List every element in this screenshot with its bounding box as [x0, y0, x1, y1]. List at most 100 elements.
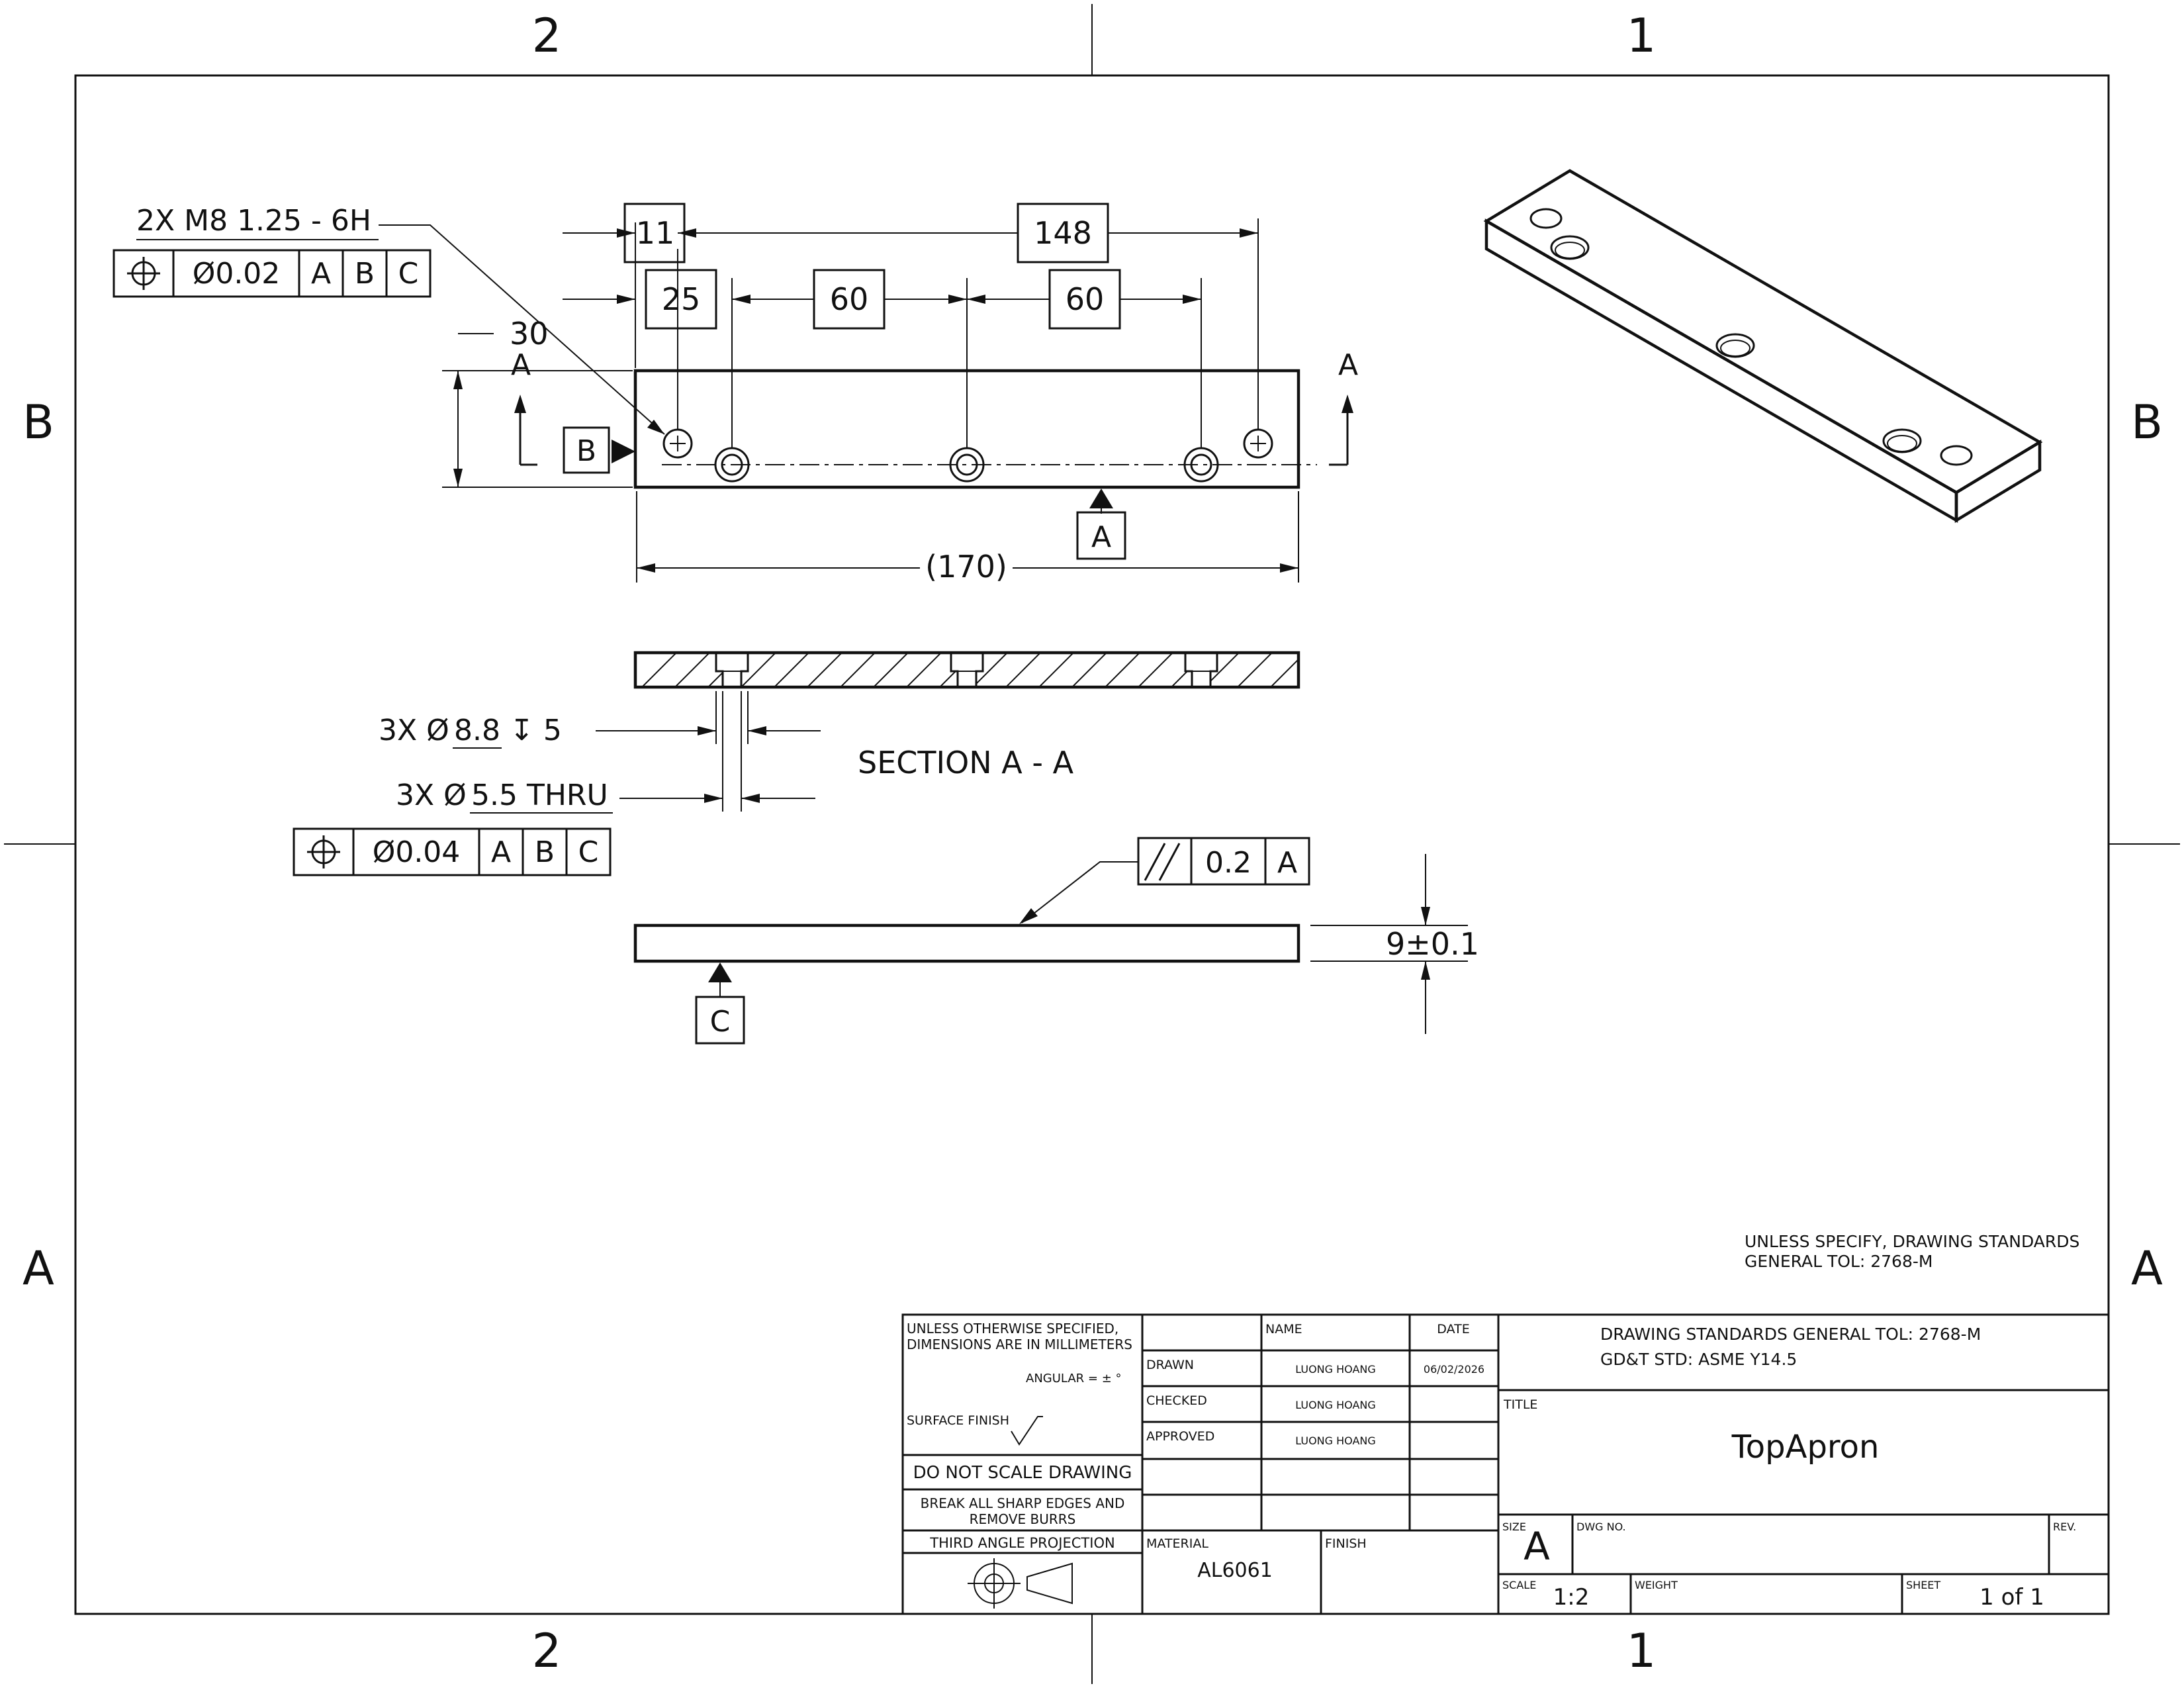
- tb-material-label: MATERIAL: [1146, 1536, 1208, 1551]
- tb-weight-label: WEIGHT: [1635, 1579, 1678, 1591]
- tb-unless-line-1: UNLESS OTHERWISE SPECIFIED,: [907, 1321, 1118, 1336]
- zone-col-top-left: 2: [532, 9, 562, 63]
- general-notes: UNLESS SPECIFY, DRAWING STANDARDS GENERA…: [1745, 1232, 2079, 1271]
- tb-rev-label: REV.: [2053, 1521, 2076, 1533]
- tb-unless-line-2: DIMENSIONS ARE IN MILLIMETERS: [907, 1336, 1132, 1352]
- tb-scale: 1:2: [1553, 1584, 1590, 1611]
- iso-hole-5: [1940, 445, 1973, 466]
- tb-break-edges-2: REMOVE BURRS: [970, 1511, 1076, 1527]
- parallelism-tolerance: 0.2: [1205, 846, 1251, 880]
- tapped-hole-left: [662, 428, 693, 459]
- iso-hole-2-inner: [1555, 242, 1585, 259]
- tb-do-not-scale: DO NOT SCALE DRAWING: [913, 1463, 1132, 1483]
- dim-25: 25: [662, 281, 701, 317]
- surface-finish-icon: [1011, 1416, 1043, 1446]
- dim-60-first: 60: [830, 281, 869, 317]
- iso-hole-3-inner: [1720, 340, 1751, 357]
- tb-col-name: NAME: [1265, 1322, 1302, 1336]
- section-hole-1: [715, 653, 749, 687]
- section-marker-right: A: [1338, 348, 1358, 382]
- parallelism-fcf: 0.2 A: [1137, 837, 1310, 886]
- tb-material: AL6061: [1197, 1559, 1273, 1582]
- zone-col-bottom-right: 1: [1627, 1624, 1657, 1678]
- hole-fcf-tolerance: Ø0.04: [373, 835, 461, 869]
- section-hole-3: [1184, 653, 1218, 687]
- section-label: SECTION A - A: [858, 745, 1074, 780]
- tb-approved-label: APPROVED: [1146, 1429, 1214, 1444]
- thickness-dimension: 9±0.1: [1386, 926, 1479, 962]
- tb-finish-label: FINISH: [1325, 1536, 1367, 1551]
- thread-fcf: Ø0.02 A B C: [113, 249, 432, 298]
- tb-sheet: 1 of 1: [1979, 1584, 2044, 1611]
- dim-148: 148: [1034, 215, 1092, 251]
- title-block: UNLESS OTHERWISE SPECIFIED, DIMENSIONS A…: [901, 1313, 2110, 1615]
- hole-callout-prefix: 3X Ø: [396, 778, 467, 812]
- note-line-2: GENERAL TOL: 2768-M: [1745, 1252, 1933, 1271]
- zone-row-left-lower: A: [23, 1241, 54, 1295]
- parallelism-icon: [1144, 843, 1181, 881]
- cbore-callout-prefix: 3X Ø: [379, 714, 449, 747]
- cbore-hole-2: [949, 447, 985, 483]
- tb-break-edges-1: BREAK ALL SHARP EDGES AND: [921, 1495, 1125, 1511]
- tb-title: TopApron: [1731, 1429, 1880, 1466]
- iso-hole-4-inner: [1887, 435, 1917, 452]
- zone-labels: 2 1 2 1 B A B A: [23, 9, 2163, 1678]
- tb-surface-finish: SURFACE FINISH: [907, 1413, 1009, 1428]
- position-icon: [307, 835, 340, 868]
- note-line-1: UNLESS SPECIFY, DRAWING STANDARDS: [1745, 1232, 2079, 1251]
- tb-drawn-date: 06/02/2026: [1424, 1363, 1484, 1376]
- dim-60-second: 60: [1066, 281, 1105, 317]
- tb-sheet-label: SHEET: [1906, 1579, 1940, 1591]
- tb-drawn-name: LUONG HOANG: [1295, 1363, 1376, 1376]
- zone-col-bottom-left: 2: [532, 1624, 562, 1678]
- thread-fcf-datum-2: B: [355, 257, 375, 291]
- zone-row-right-upper: B: [2131, 395, 2163, 449]
- hole-fcf-datum-2: B: [535, 835, 555, 869]
- datum-c-label: C: [710, 1005, 731, 1039]
- tb-angular: ANGULAR = ± °: [1026, 1372, 1122, 1385]
- tb-size: A: [1524, 1524, 1550, 1569]
- iso-hole-1: [1529, 208, 1563, 229]
- isometric-view: [1483, 169, 2043, 523]
- cbore-callout-diameter: 8.8: [454, 714, 500, 747]
- side-view: 0.2 A 9±0.1 C: [633, 837, 1479, 1045]
- thread-callout: 2X M8 1.25 - 6H: [136, 204, 371, 238]
- hole-fcf-datum-1: A: [491, 835, 511, 869]
- thread-fcf-datum-3: C: [398, 257, 419, 291]
- dim-170-reference: (170): [925, 549, 1007, 585]
- section-marker-left: A: [511, 348, 531, 382]
- tb-title-label: TITLE: [1503, 1397, 1537, 1412]
- section-hole-2: [950, 653, 984, 687]
- tb-size-label: SIZE: [1502, 1521, 1526, 1533]
- tb-drawn-label: DRAWN: [1146, 1358, 1194, 1372]
- tb-checked-label: CHECKED: [1146, 1393, 1207, 1408]
- section-outline: [633, 651, 1300, 689]
- position-icon: [127, 257, 160, 290]
- tb-standards-1: DRAWING STANDARDS GENERAL TOL: 2768-M: [1600, 1325, 1981, 1344]
- tb-dwg-no-label: DWG NO.: [1576, 1521, 1626, 1533]
- tb-col-date: DATE: [1437, 1322, 1469, 1336]
- hole-callout-diameter: 5.5 THRU: [471, 778, 608, 812]
- dim-30: 30: [510, 316, 549, 352]
- cbore-callout-depth: ↧ 5: [510, 714, 562, 747]
- tapped-hole-right: [1243, 428, 1273, 459]
- third-angle-projection-icon: [968, 1558, 1073, 1609]
- tb-scale-label: SCALE: [1502, 1579, 1536, 1591]
- cbore-hole-1: [714, 447, 750, 483]
- zone-row-right-lower: A: [2131, 1241, 2163, 1295]
- tb-checked-name: LUONG HOANG: [1295, 1399, 1376, 1411]
- zone-col-top-right: 1: [1627, 9, 1657, 63]
- parallelism-datum: A: [1277, 846, 1297, 880]
- side-view-outline: [633, 923, 1300, 963]
- section-view: 3X Ø 8.8 ↧ 5 3X Ø 5.5 THRU Ø0.04: [293, 651, 1300, 876]
- zone-row-left-upper: B: [23, 395, 54, 449]
- tb-projection: THIRD ANGLE PROJECTION: [929, 1535, 1115, 1551]
- tb-approved-name: LUONG HOANG: [1295, 1434, 1376, 1447]
- datum-b-label: B: [576, 434, 596, 468]
- dim-11: 11: [636, 215, 675, 251]
- tb-standards-2: GD&T STD: ASME Y14.5: [1600, 1350, 1797, 1369]
- top-view: 2X M8 1.25 - 6H Ø0.02 A B C: [113, 203, 1358, 585]
- hole-fcf-datum-3: C: [578, 835, 599, 869]
- thread-fcf-tolerance: Ø0.02: [193, 257, 281, 291]
